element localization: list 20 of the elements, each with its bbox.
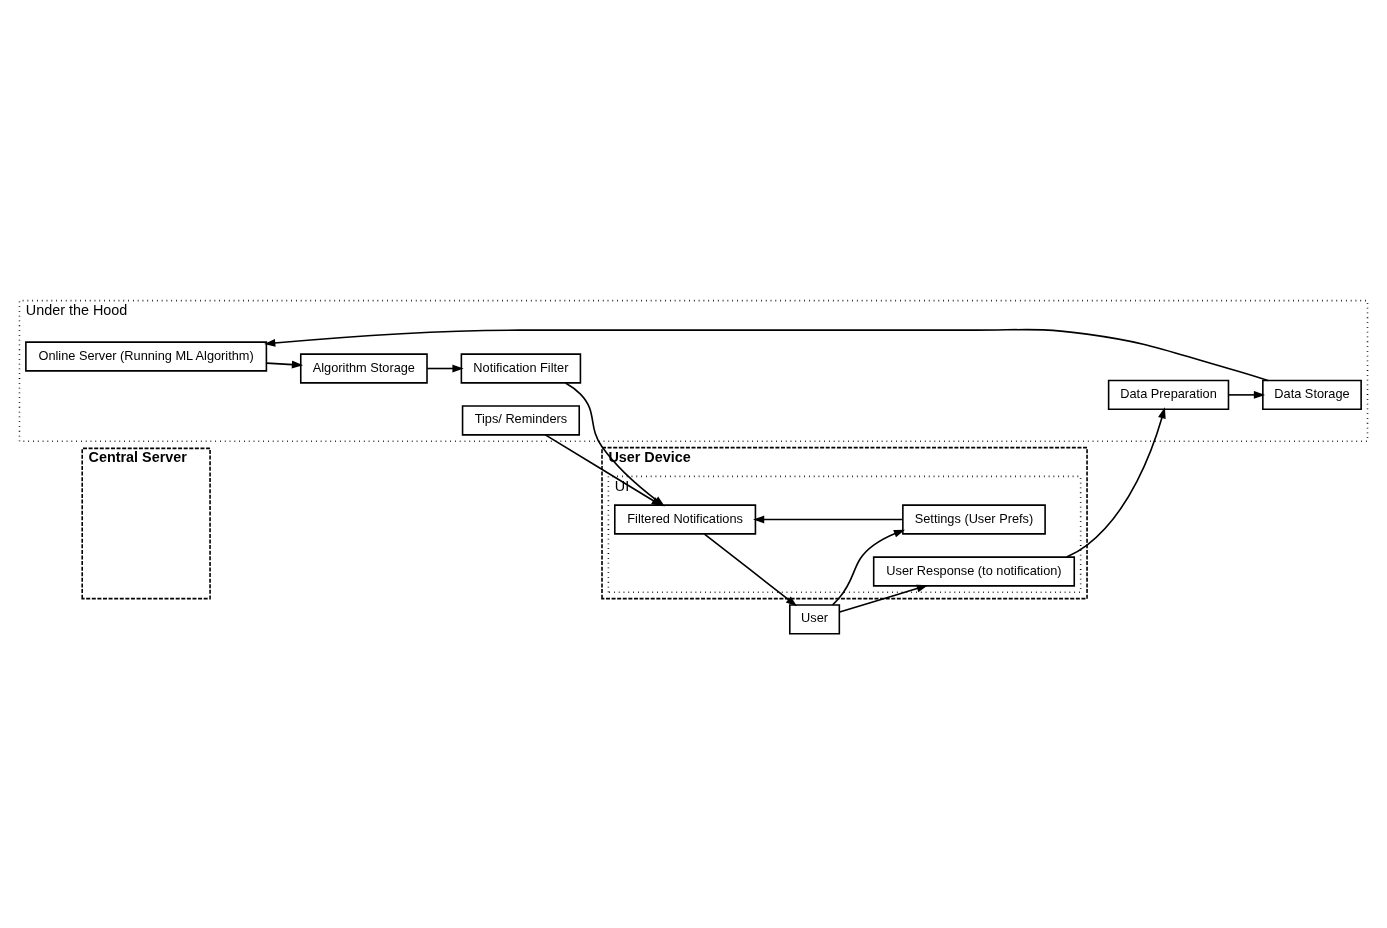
node-box: Algorithm Storage [299, 353, 428, 384]
node-box: Settings (User Prefs) [902, 504, 1046, 535]
node-box: Data Preparation [1107, 379, 1230, 411]
arrow [265, 360, 304, 369]
node-box: Online Server (Running ML Algorithm) [25, 341, 268, 372]
node-box: User Response (to notification) [872, 556, 1076, 587]
arrow [838, 584, 928, 613]
arrow [264, 328, 1269, 382]
node-box: Data Storage [1262, 379, 1362, 411]
arrow [1227, 390, 1266, 399]
arrow [1065, 407, 1166, 558]
node-box: Notification Filter [460, 353, 582, 384]
arrow [426, 364, 464, 373]
node-box: Central Server [81, 447, 211, 600]
node-box: Tips/ Reminders [461, 405, 581, 436]
arrow [831, 529, 906, 606]
arrow [703, 533, 798, 607]
node-box: Filtered Notifications [614, 504, 757, 535]
node-box: User [789, 604, 841, 635]
arrow [753, 515, 904, 524]
